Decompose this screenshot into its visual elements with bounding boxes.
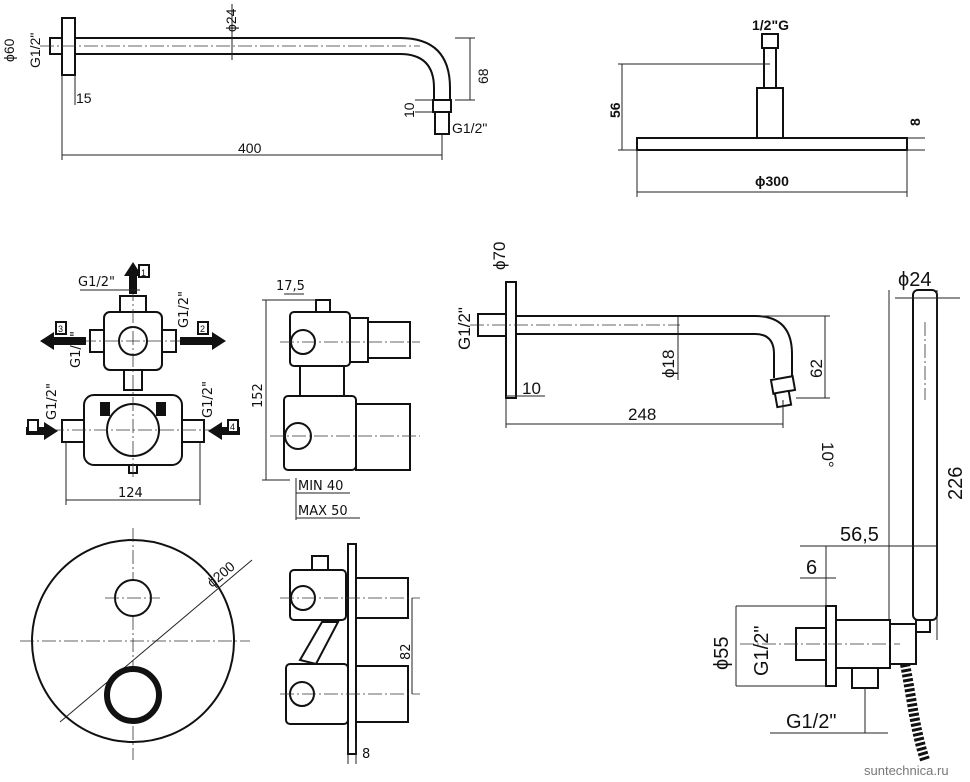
warm-angle-label: 10° bbox=[818, 442, 837, 468]
plate-dia-label: ϕ200 bbox=[204, 558, 238, 590]
valve-port-tag-3 bbox=[55, 321, 67, 335]
plate-thermo-knob bbox=[104, 666, 162, 724]
hose bbox=[900, 663, 930, 762]
valve-arrow-left bbox=[40, 332, 86, 350]
outlet-hose-nut bbox=[915, 619, 931, 633]
shower-arm-view: ϕ60 G1/2" ϕ24 15 400 10 68 G1/2" bbox=[1, 4, 491, 160]
arm-dia24-label: ϕ24 bbox=[223, 8, 239, 32]
side-with-plate-view: 82 8 bbox=[280, 543, 420, 764]
s2-wall-plate bbox=[347, 543, 357, 755]
valve-arrow-in-right bbox=[208, 422, 240, 440]
side-min-label: MIN 40 bbox=[298, 479, 343, 494]
valve-low-right-label: G1/2" bbox=[201, 381, 216, 418]
side-175-label: 17,5 bbox=[276, 279, 305, 294]
valve-lower-right-port bbox=[181, 419, 205, 443]
arm-10-label: 10 bbox=[401, 102, 417, 118]
head-stem bbox=[763, 47, 777, 89]
valve-tag-4-text: 4 bbox=[230, 422, 235, 432]
hand-6-label: 6 bbox=[806, 557, 817, 579]
valve-arrow-up bbox=[124, 262, 142, 294]
hand-thread-out-label: G1/2" bbox=[786, 711, 836, 733]
valve-port-tag-right bbox=[227, 419, 239, 433]
plate-dia-leader bbox=[59, 559, 253, 723]
side-upper-cap bbox=[315, 299, 331, 313]
arm-thread-out-label: G1/2" bbox=[452, 120, 487, 136]
valve-port-tag-left bbox=[27, 419, 39, 433]
outlet-hose-connector bbox=[851, 667, 879, 689]
valve-arrow-in-left bbox=[26, 422, 58, 440]
hand-dia24-label: ϕ24 bbox=[898, 269, 931, 291]
valve-tag-1-text: 1 bbox=[141, 268, 146, 278]
valve-port-tag-1 bbox=[138, 264, 150, 278]
valve-right-v-label: G1/2" bbox=[177, 291, 192, 328]
arm-pipe-inner bbox=[75, 53, 435, 100]
valve-arrow-right bbox=[180, 332, 226, 350]
valve-tag-3-text: 3 bbox=[58, 324, 63, 334]
watermark: suntechnica.ru bbox=[864, 763, 949, 778]
valve-tag-2-text: 2 bbox=[200, 324, 205, 334]
side-max-label: MAX 50 bbox=[298, 504, 348, 519]
arm-dia60-label: ϕ60 bbox=[1, 38, 17, 62]
head-8-label: 8 bbox=[907, 118, 923, 126]
warm-dia70-label: ϕ70 bbox=[490, 242, 509, 270]
arm-wall-flange bbox=[61, 17, 76, 76]
side-upper-spindle bbox=[367, 321, 411, 359]
arm-thread-label: G1/2" bbox=[27, 33, 43, 68]
s2-82-label: 82 bbox=[399, 643, 414, 660]
hand-565-label: 56,5 bbox=[840, 524, 879, 546]
arm-pipe-outer bbox=[75, 37, 451, 100]
side-152-label: 152 bbox=[251, 383, 266, 408]
warm-pipe-outer bbox=[516, 315, 793, 378]
head-thread-label: 1/2"G bbox=[752, 17, 789, 33]
warm-10-label: 10 bbox=[522, 379, 541, 398]
hand-226-label: 226 bbox=[945, 467, 967, 500]
valve-clip-right bbox=[156, 402, 166, 416]
outlet-holder bbox=[889, 623, 917, 665]
warm-flange bbox=[505, 281, 517, 399]
valve-low-left-label: G1/2" bbox=[45, 383, 60, 420]
wall-arm-view: ϕ70 G1/2" ϕ18 10 248 62 10° bbox=[455, 242, 837, 468]
valve-front-view: G1/2" G1/2" G1/2" G1/2" G1/2" 124 1 2 3 … bbox=[26, 262, 240, 505]
arm-outlet-nut bbox=[432, 99, 452, 113]
hand-thread-label: G1/2" bbox=[751, 626, 773, 676]
warm-dia18-label: ϕ18 bbox=[659, 350, 678, 378]
head-disc bbox=[636, 137, 908, 151]
valve-clip-left bbox=[100, 402, 110, 416]
s2-link bbox=[298, 621, 340, 666]
valve-124-label: 124 bbox=[118, 486, 143, 501]
head-thread-stub bbox=[761, 33, 779, 49]
valve-side-view: 17,5 152 MIN 40 MAX 50 bbox=[251, 279, 420, 520]
arm-15-label: 15 bbox=[76, 90, 92, 106]
shower-head-view: 1/2"G 56 8 ϕ300 bbox=[607, 17, 925, 197]
warm-outlet-thread bbox=[773, 389, 793, 409]
head-56-label: 56 bbox=[607, 102, 623, 118]
valve-left-v-label: G1/2" bbox=[69, 331, 84, 368]
hand-shower-view: ϕ24 226 56,5 6 ϕ55 G1/2" G1/2" bbox=[711, 269, 967, 762]
outlet-flange bbox=[825, 605, 837, 687]
arm-400-label: 400 bbox=[238, 140, 262, 156]
cover-plate-view: ϕ200 bbox=[20, 528, 253, 760]
s2-8-label: 8 bbox=[362, 747, 370, 762]
arm-outlet-thread bbox=[434, 111, 450, 135]
warm-248-label: 248 bbox=[628, 405, 656, 424]
side-upper-collar bbox=[349, 317, 369, 363]
hand-dia55-label: ϕ55 bbox=[711, 637, 733, 670]
warm-62-label: 62 bbox=[807, 359, 826, 378]
valve-lower-left-port bbox=[61, 419, 85, 443]
warm-thread-label: G1/2" bbox=[455, 307, 474, 350]
head-300-label: ϕ300 bbox=[755, 173, 789, 189]
side-lower-spindle bbox=[355, 403, 411, 471]
warm-pipe-inner bbox=[516, 333, 775, 378]
arm-68-label: 68 bbox=[475, 68, 491, 84]
head-ball-joint bbox=[756, 87, 784, 139]
valve-port-tag-2 bbox=[197, 321, 209, 335]
side-connector bbox=[299, 365, 345, 397]
s2-upper-cap bbox=[311, 555, 329, 571]
valve-top-label: G1/2" bbox=[78, 275, 115, 290]
